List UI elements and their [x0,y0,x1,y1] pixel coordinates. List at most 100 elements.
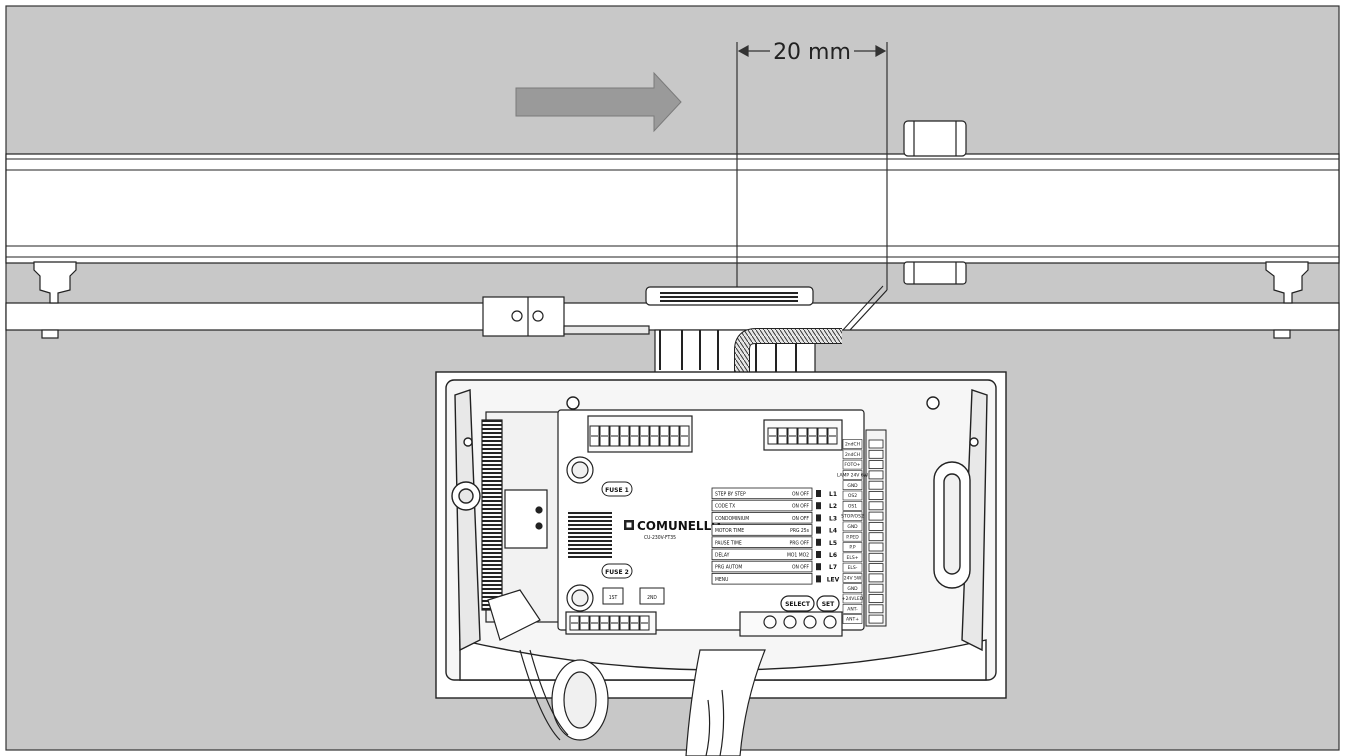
menu-row: PRG AUTOM ON OFF L7 [711,560,837,573]
rail-bolt [903,120,967,285]
menu-row-options: ON OFF [792,565,809,571]
terminal-label: 2ndCH [845,452,860,458]
terminal-label: STOP/OS2 [841,514,864,520]
right-bracket [1265,261,1309,339]
terminal-tag [842,459,863,470]
menu-row: MENU LEV [711,573,840,585]
mid-terminal-block [767,427,838,445]
magnet-clamp [482,296,650,337]
terminal-label: OS2 [848,493,857,499]
terminal-screw [868,563,884,572]
terminal-screw [868,470,884,480]
terminal-screw [868,573,884,583]
upper-rail [5,153,1340,264]
menu-row-name: PRG AUTOM [715,565,742,571]
terminal-screw [868,491,884,500]
menu-row-name: STEP BY STEP [715,492,746,498]
terminal-tag [842,593,863,604]
menu-row-led: L7 [829,564,837,571]
terminal-label: 2ndCH [845,442,860,448]
set-button[interactable]: SET [816,595,840,612]
menu-row: CONDOMINIUM ON OFF L3 [711,512,837,524]
terminal-screw [868,449,884,459]
menu-row-name: CONDOMINIUM [715,516,749,522]
terminal-screw [868,614,884,624]
menu-row-led: LEV [827,576,840,583]
terminal-screw [868,594,884,603]
menu-row: CODE TX ON OFF L2 [711,499,837,512]
terminal-label: GND [847,524,858,530]
top-terminal-block [589,425,690,447]
menu-row-options: PRG 25s [790,528,809,534]
terminal-label: LAMP 24V 6W [837,473,869,479]
terminal-screw [868,480,884,490]
left-bracket [33,261,77,339]
terminal-tag [842,603,863,614]
brand-model: CU-230V-FT35 [644,535,676,541]
terminal-screw [868,511,884,521]
cable-bundle [519,649,766,756]
menu-row: MOTOR TIME PRG 25s L4 [711,524,837,536]
terminal-screw [868,460,884,470]
terminal-tag [842,449,863,460]
terminal-screw [868,532,884,542]
direction-arrow [515,71,682,133]
menu-row-options: ON OFF [792,504,809,510]
terminal-tag [842,500,863,511]
left-power-block [481,411,567,641]
menu-row-name: CODE TX [715,504,735,510]
terminal-screw [868,501,884,511]
lower-rail [5,302,1340,331]
terminal-tag [842,552,863,563]
menu-row-led: L3 [829,515,837,522]
fuse-1-tag: FUSE 1 [601,481,633,497]
terminal-tag [842,480,863,491]
terminal-label: ELS+ [847,555,859,561]
terminal-label: GND [847,483,858,489]
terminal-tag [842,583,863,594]
terminal-tag [842,542,863,552]
menu-row-led: L4 [829,528,837,535]
menu-row-name: MENU [715,577,728,583]
menu-row-name: DELAY [715,553,730,559]
select-button-label: SELECT [785,601,811,608]
terminal-tag [842,573,863,583]
led-indicator [816,502,821,510]
control-board [557,409,865,637]
select-button[interactable]: SELECT [780,595,815,612]
menu-row-name: MOTOR TIME [715,528,744,534]
terminal-screw [868,552,884,562]
led-indicator [816,575,821,583]
dimension-label: 20 mm [773,40,851,65]
menu-row-options: MO1 MO2 [787,553,809,559]
terminal-label: FOTO+ [844,462,860,468]
terminal-label: GND [847,586,858,592]
menu-row-options: ON OFF [792,516,809,522]
brand-name: COMUNELLO [637,519,721,533]
terminal-label: 24V 5W [844,576,862,582]
terminal-tag [842,614,863,624]
terminal-screw [868,583,884,593]
led-indicator [816,526,821,534]
fuse-1-label: FUSE 1 [605,487,629,494]
fuse-2-tag: FUSE 2 [601,563,633,579]
terminal-label: ANT+ [846,617,859,623]
menu-row-options: ON OFF [792,492,809,498]
button-1st-label: 1ST [609,595,618,601]
terminal-label: P.P [849,545,855,551]
led-indicator [816,563,821,571]
terminal-tag [842,521,863,532]
terminal-label: P.PED [846,534,859,540]
terminal-tag [842,470,863,480]
terminal-label: ANT- [847,606,858,612]
menu-row-led: L2 [829,503,837,510]
button-2nd-label: 2ND [647,595,657,601]
fuse-2-label: FUSE 2 [605,569,629,576]
terminal-screw [868,439,884,449]
